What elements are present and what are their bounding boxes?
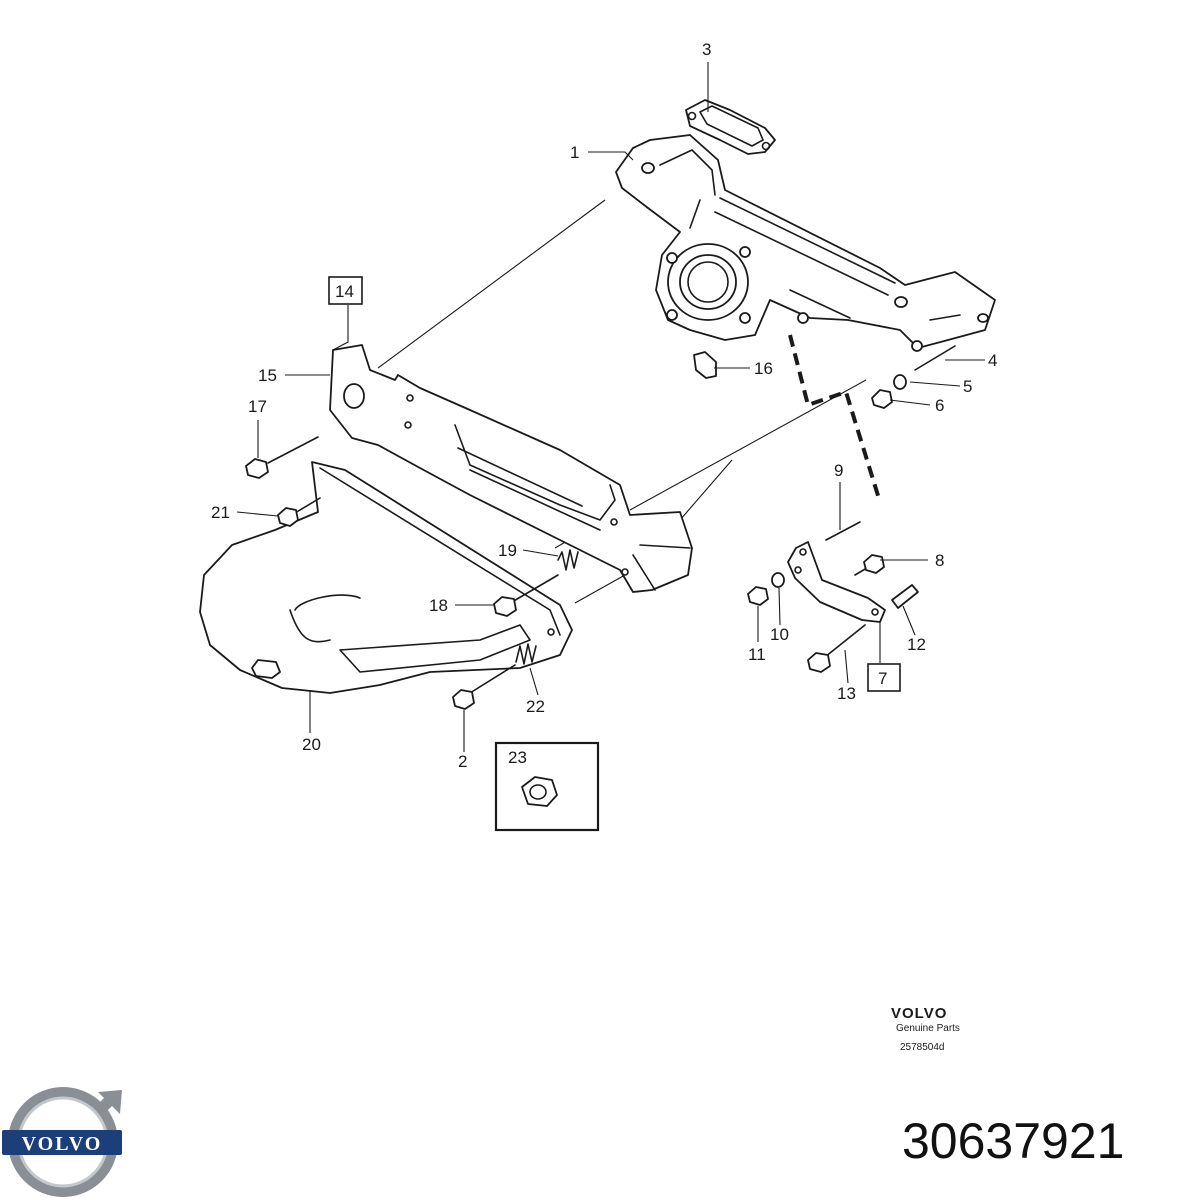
brand-wordmark: VOLVO <box>891 1005 947 1022</box>
bracket <box>787 541 886 623</box>
leader-lines <box>236 62 985 752</box>
callout-10: 10 <box>770 625 789 644</box>
callout-6: 6 <box>935 396 944 415</box>
bolt-9 <box>825 521 861 541</box>
callout-2: 2 <box>458 752 467 771</box>
nut-11 <box>747 586 769 606</box>
callout-7: 7 <box>878 669 887 688</box>
callout-17: 17 <box>248 397 267 416</box>
callout-7-box <box>867 663 901 692</box>
callout-11: 11 <box>748 645 766 664</box>
bolt-8 <box>854 554 885 576</box>
callout-13: 13 <box>837 684 856 703</box>
clip-16 <box>693 351 717 379</box>
brand-subtitle: Genuine Parts <box>896 1023 960 1034</box>
callout-15: 15 <box>258 366 277 385</box>
callout-3: 3 <box>702 40 711 59</box>
callout-14-box <box>328 276 363 305</box>
brand-block: VOLVO Genuine Parts 2578504d <box>891 1005 960 1053</box>
lower-heat-shield <box>199 461 573 694</box>
volvo-logo: VOLVO <box>2 1087 122 1197</box>
bolt-17 <box>245 436 319 479</box>
callout-23: 23 <box>508 748 527 767</box>
stud-18 <box>493 574 559 617</box>
callout-5: 5 <box>963 377 972 396</box>
washer-10 <box>771 572 785 588</box>
bolt-21 <box>277 497 321 527</box>
callout-4: 4 <box>988 351 997 370</box>
stud-4 <box>914 345 956 371</box>
callout-22: 22 <box>526 697 545 716</box>
callout-8: 8 <box>935 551 944 570</box>
spring-19 <box>557 549 579 571</box>
callout-20: 20 <box>302 735 321 754</box>
callout-1: 1 <box>570 143 579 162</box>
callout-19: 19 <box>498 541 517 560</box>
callout-21: 21 <box>211 503 230 522</box>
callout-numbers: 1 3 4 5 6 16 15 17 21 19 18 20 2 22 9 8 … <box>211 40 997 771</box>
upper-heat-shield <box>329 344 693 593</box>
washer-5 <box>893 374 907 390</box>
inset-nut-23 <box>494 741 600 832</box>
part-number: 30637921 <box>902 1113 1125 1169</box>
callout-9: 9 <box>834 461 843 480</box>
bolt-2 <box>452 664 516 710</box>
callout-12: 12 <box>907 635 926 654</box>
manifold-gasket <box>685 99 776 155</box>
bushing-12 <box>891 584 919 609</box>
drawing-code: 2578504d <box>900 1042 945 1053</box>
spring-22 <box>515 643 537 665</box>
callout-14: 14 <box>335 282 354 301</box>
volvo-logo-wordmark: VOLVO <box>22 1133 103 1155</box>
callout-16: 16 <box>754 359 773 378</box>
nut-6 <box>871 389 893 409</box>
bolt-13 <box>807 624 866 673</box>
exhaust-manifold <box>615 134 996 352</box>
callout-18: 18 <box>429 596 448 615</box>
